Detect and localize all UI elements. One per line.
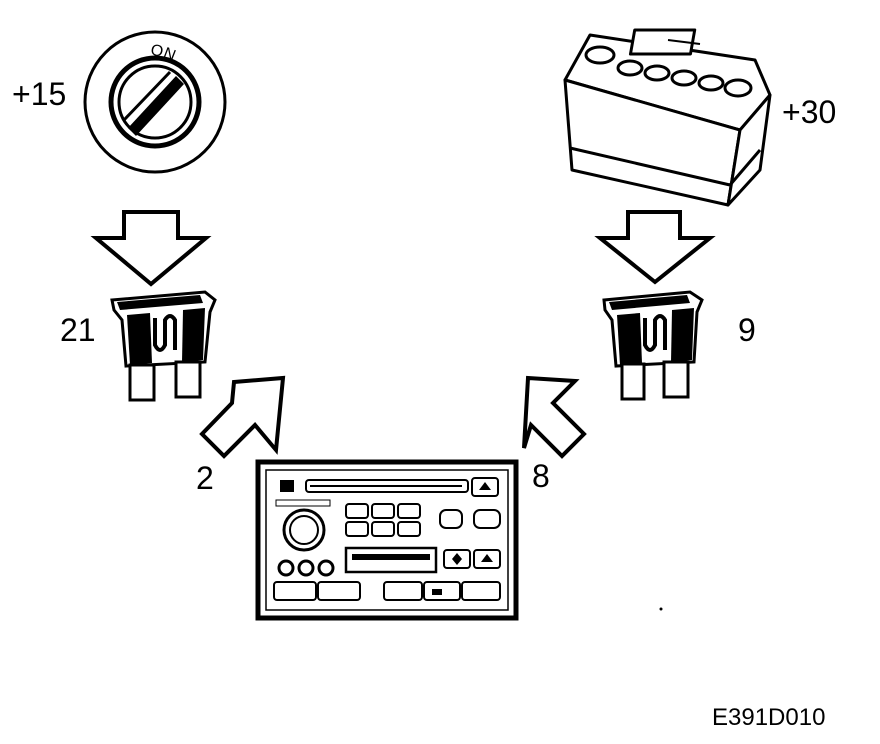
fuse-left-number: 21 bbox=[60, 312, 96, 348]
battery-terminal-label: +30 bbox=[782, 94, 837, 130]
figure-code: E391D010 bbox=[712, 704, 826, 731]
radio-pin-right-label: 8 bbox=[532, 458, 550, 494]
arrow-diagonal-left bbox=[199, 375, 286, 459]
fuse-left-icon bbox=[110, 290, 217, 402]
arrow-down-right bbox=[594, 210, 716, 285]
arrow-diagonal-right bbox=[522, 375, 587, 459]
battery-icon bbox=[563, 28, 772, 207]
arrow-down-left bbox=[90, 210, 212, 287]
speck bbox=[659, 607, 663, 611]
radio-unit-icon bbox=[255, 459, 519, 621]
ignition-terminal-label: +15 bbox=[12, 76, 67, 112]
ignition-switch-icon: ON bbox=[83, 30, 227, 174]
radio-pin-left-label: 2 bbox=[196, 460, 214, 496]
fuse-right-icon bbox=[602, 290, 704, 401]
fuse-right-number: 9 bbox=[738, 312, 756, 348]
